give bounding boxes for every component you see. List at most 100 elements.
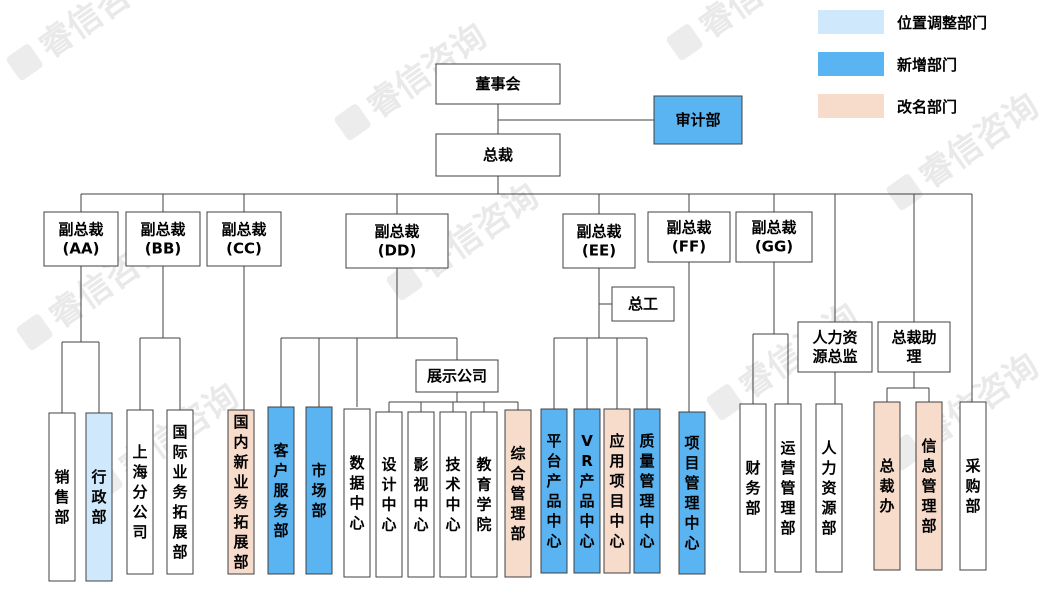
node-label-char: V	[581, 432, 593, 450]
node-label-char: 管	[510, 485, 525, 503]
node-label: (FF)	[672, 238, 706, 256]
node-sales[interactable]: 销售部	[48, 412, 76, 582]
node-label-char: 品	[546, 492, 561, 510]
node-label-char: 政	[91, 488, 107, 506]
node-label-char: 理	[780, 499, 795, 517]
node-label-char: 管	[921, 477, 936, 495]
node-label-char: 上	[132, 443, 147, 461]
node-label-char: 设	[381, 456, 396, 474]
node-box	[611, 286, 675, 322]
node-label-char: 购	[965, 477, 980, 495]
node-board[interactable]: 董事会	[435, 63, 561, 105]
node-box	[815, 403, 843, 573]
node-label-char: 理	[684, 494, 699, 512]
node-label-char: 务	[745, 479, 761, 497]
node-admin[interactable]: 行政部	[85, 412, 113, 582]
node-label-char: 新	[233, 453, 248, 471]
node-label-char: R	[581, 452, 593, 470]
node-label-char: 信	[921, 437, 936, 455]
node-label-char: 理	[639, 492, 654, 510]
node-president[interactable]: 总裁	[435, 133, 561, 177]
node-vp-cc[interactable]: 副总裁(CC)	[206, 211, 282, 267]
node-label-char: 售	[54, 488, 69, 506]
node-vp-ff[interactable]: 副总裁(FF)	[647, 211, 731, 263]
node-procurement[interactable]: 采购部	[959, 401, 987, 571]
node-box	[166, 409, 194, 575]
node-label-char: 影	[413, 456, 428, 474]
node-label-char: 项	[609, 472, 624, 490]
node-label: (GG)	[755, 238, 793, 256]
node-label-char: 心	[349, 514, 364, 532]
node-box	[345, 213, 449, 269]
node-label: (AA)	[63, 240, 100, 258]
node-box	[647, 211, 731, 263]
node-box	[678, 411, 706, 575]
node-box	[504, 409, 532, 578]
node-box	[48, 412, 76, 582]
node-label-char: 户	[273, 462, 288, 480]
node-label: (CC)	[226, 240, 262, 258]
node-label-char: 务	[172, 483, 188, 501]
node-label-char: 心	[381, 516, 396, 534]
node-label-char: 部	[821, 519, 836, 537]
node-chief-engineer[interactable]: 总工	[611, 286, 675, 322]
node-label-char: 心	[546, 532, 561, 550]
legend-item: 新增部门	[818, 52, 957, 76]
node-box	[633, 408, 661, 574]
node-vp-dd[interactable]: 副总裁(DD)	[345, 213, 449, 269]
node-finance[interactable]: 财务部	[739, 403, 767, 573]
node-label-char: 展	[172, 523, 187, 541]
node-audit[interactable]: 审计部	[653, 95, 743, 145]
node-vp-aa[interactable]: 副总裁(AA)	[43, 211, 119, 267]
legend-swatch	[818, 94, 884, 118]
node-label: 总裁	[483, 146, 513, 164]
node-exhibition-company[interactable]: 展示公司	[415, 359, 499, 393]
node-vp-ee[interactable]: 副总裁(EE)	[562, 213, 636, 269]
node-label-char: 服	[273, 482, 289, 500]
node-box	[305, 406, 333, 575]
node-box	[435, 133, 561, 177]
node-vp-bb[interactable]: 副总裁(BB)	[125, 211, 201, 267]
node-label-char: 裁	[879, 477, 894, 495]
node-president-office[interactable]: 总裁办	[873, 401, 901, 571]
node-box	[439, 411, 467, 578]
watermark: 睿信咨询	[666, 0, 826, 61]
node-label-char: 计	[381, 476, 396, 494]
node-marketing[interactable]: 市场部	[305, 406, 333, 575]
node-label: 副总裁	[666, 219, 711, 237]
node-vp-gg[interactable]: 副总裁(GG)	[735, 211, 813, 263]
node-label-char: 业	[233, 473, 248, 491]
watermark-logo-icon	[334, 104, 371, 141]
node-label-char: 中	[546, 512, 561, 530]
node-label-char: 办	[879, 497, 894, 515]
node-label-char: 平	[546, 432, 561, 450]
node-label-char: 中	[445, 496, 460, 514]
watermark-logo-icon	[386, 264, 423, 301]
node-label-char: 育	[476, 476, 491, 494]
node-label-char: 品	[579, 492, 594, 510]
node-label-char: 数	[349, 454, 365, 472]
node-label-char: 部	[745, 499, 760, 517]
node-box	[375, 411, 403, 578]
